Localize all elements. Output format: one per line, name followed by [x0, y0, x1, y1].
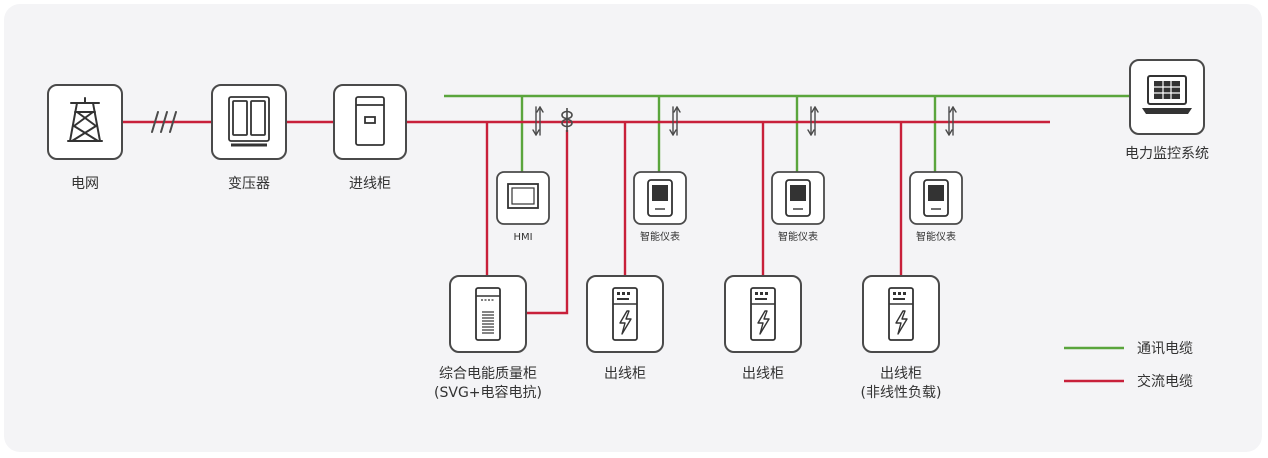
- outgoing-cabinet-label: 出线柜: [742, 366, 784, 382]
- smart-meter-icon: [785, 179, 811, 217]
- outgoing-cabinet-icon: [750, 287, 776, 341]
- outgoing-cabinet-node: 出线柜 (非线性负载): [861, 275, 942, 401]
- smart-meter-icon: [923, 179, 949, 217]
- transformer-label: 变压器: [228, 176, 270, 192]
- bidirectional-arrow-icon: [945, 106, 957, 136]
- monitor-icon: [507, 183, 539, 209]
- incoming-cabinet-node: 进线柜: [333, 84, 407, 192]
- outgoing-cabinet-label: 出线柜: [604, 366, 646, 382]
- power-quality-cabinet-icon: [475, 287, 501, 341]
- monitoring-system-node: 电力监控系统: [1125, 59, 1209, 162]
- outgoing-cabinet-label: 出线柜: [880, 366, 922, 382]
- hmi-node: HMI: [496, 171, 550, 243]
- smart-meter-node: 智能仪表: [633, 171, 687, 243]
- bidirectional-arrow-icons: [532, 106, 957, 136]
- smart-meter-label: 智能仪表: [778, 230, 818, 243]
- legend-ac-label: 交流电缆: [1137, 373, 1193, 390]
- monitoring-system-label: 电力监控系统: [1125, 146, 1209, 162]
- current-transformer-icon: [561, 108, 573, 132]
- transmission-tower-icon: [67, 97, 103, 142]
- power-quality-cabinet-node: 综合电能质量柜 (SVG+电容电抗): [434, 275, 542, 401]
- transmission-slash-marks: [151, 111, 177, 133]
- legend-comm-label: 通讯电缆: [1137, 341, 1193, 357]
- smart-meter-label: 智能仪表: [916, 230, 956, 243]
- outgoing-cabinet-node: 出线柜: [724, 275, 802, 382]
- incoming-cabinet-label: 进线柜: [349, 176, 391, 192]
- ac-line-ct-to-power-quality: [526, 130, 569, 315]
- bidirectional-arrow-icon: [669, 106, 681, 136]
- outgoing-cabinet-icon: [612, 287, 638, 341]
- grid-node: 电网: [47, 84, 123, 192]
- transformer-cabinet-icon: [228, 96, 270, 147]
- bidirectional-arrow-icon: [807, 106, 819, 136]
- smart-meter-icon: [647, 179, 673, 217]
- ac-lines: [122, 120, 1050, 315]
- smart-meter-node: 智能仪表: [771, 171, 825, 243]
- laptop-icon: [1142, 75, 1192, 114]
- cabinet-icon: [355, 96, 385, 146]
- outgoing-cabinet-node: 出线柜: [586, 275, 664, 382]
- smart-meter-node: 智能仪表: [909, 171, 963, 243]
- outgoing-cabinet-icon: [888, 287, 914, 341]
- grid-label: 电网: [71, 176, 99, 192]
- power-quality-cabinet-label-line1: 综合电能质量柜: [439, 366, 537, 382]
- hmi-label: HMI: [513, 232, 532, 243]
- diagram-background: [4, 4, 1262, 452]
- transformer-node: 变压器: [211, 84, 287, 192]
- communication-lines: [444, 94, 1130, 172]
- legend: 通讯电缆 交流电缆: [1064, 341, 1193, 390]
- smart-meter-label: 智能仪表: [640, 230, 680, 243]
- outgoing-cabinet-sublabel: (非线性负载): [861, 385, 942, 401]
- bidirectional-arrow-icon: [532, 106, 544, 136]
- power-quality-cabinet-label-line2: (SVG+电容电抗): [434, 384, 542, 401]
